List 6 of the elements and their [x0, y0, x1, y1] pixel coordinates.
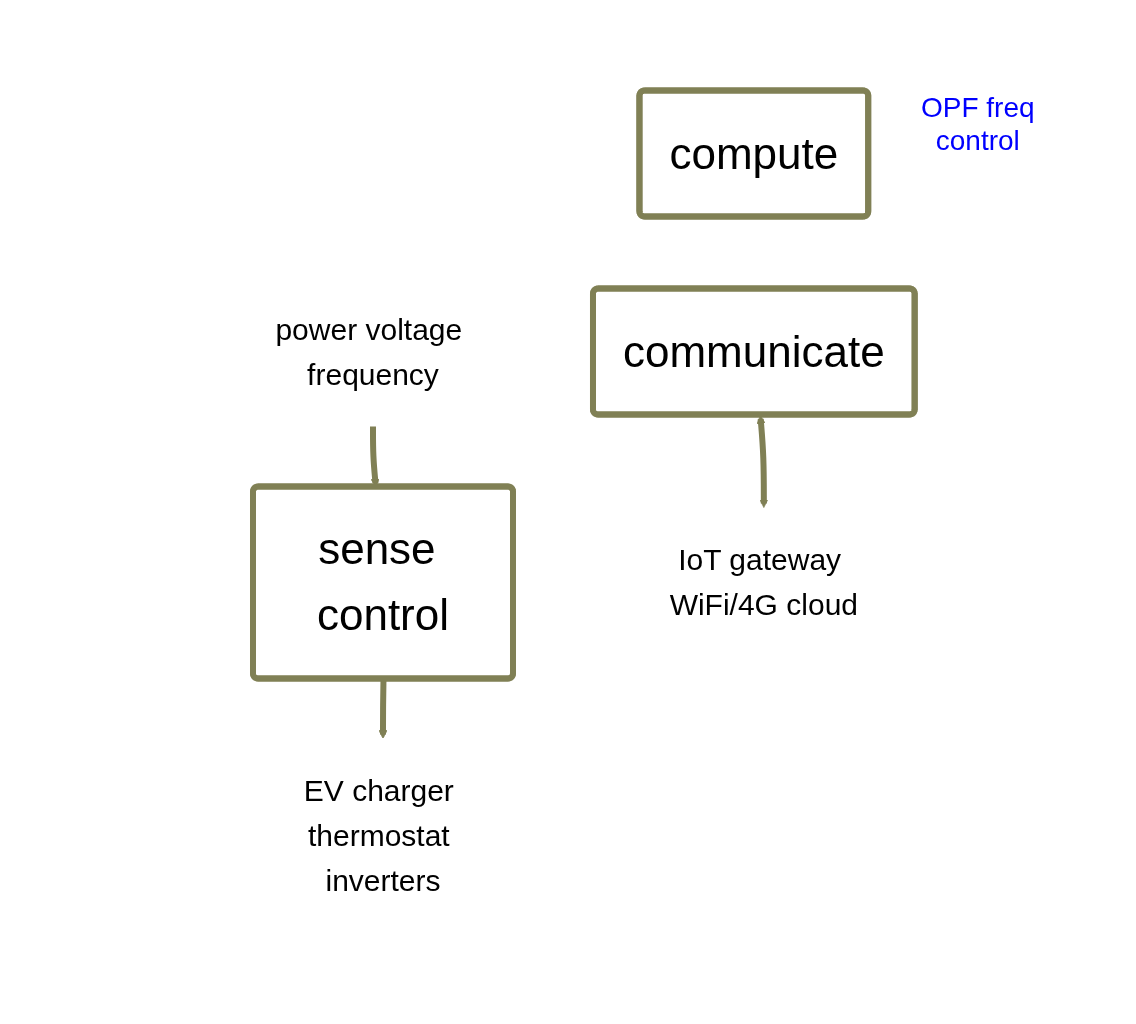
node-text: IoT gateway WiFi/4G cloud: [669, 543, 858, 622]
node-text: EV charger thermostat inverters: [303, 774, 454, 898]
node-text: power voltage frequency: [275, 312, 462, 391]
arrow: [756, 415, 768, 508]
annotation-text: OPF freq control: [920, 90, 1036, 158]
arrow: [378, 678, 387, 739]
